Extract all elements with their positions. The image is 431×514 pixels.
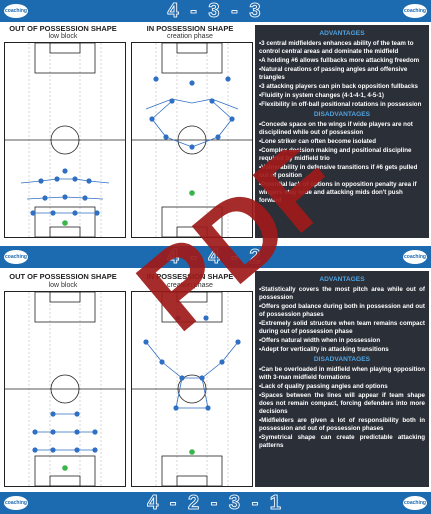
pitch-svg [132, 292, 252, 486]
disadvantage-item: •Spaces between the lines will appear if… [259, 392, 425, 415]
advantage-item: •A holding #6 allows fullbacks more atta… [259, 57, 420, 64]
in-possession-title: IN POSSESSION SHAPE [146, 272, 234, 281]
disadvantages-heading: DISADVANTAGES [313, 111, 371, 118]
advantages-heading: ADVANTAGES [319, 276, 365, 283]
goalkeeper-marker [189, 190, 195, 196]
formation-title-3: 4 - 2 - 3 - 1 [147, 491, 284, 514]
player-markers [30, 168, 100, 216]
logo-icon: coaching [402, 3, 428, 19]
out-of-possession-title: OUT OF POSSESSION SHAPE [9, 24, 117, 33]
formation-band-2: 4 - 4 - 2 [0, 245, 431, 268]
advantage-item: •Extremely solid structure when team rem… [259, 320, 425, 335]
formation-title-2: 4 - 4 - 2 [167, 245, 264, 268]
advantage-item: •3 attacking players can pin back opposi… [259, 83, 418, 90]
logo-icon: coaching [402, 495, 428, 511]
advantage-item: •Natural creations of passing angles and… [259, 66, 408, 81]
logo-icon: coaching [3, 495, 29, 511]
goalkeeper-marker [62, 465, 68, 471]
disadvantage-item: •Symetrical shape can create predictable… [259, 434, 425, 449]
logo-text: coaching [5, 8, 27, 14]
advantages-heading: ADVANTAGES [319, 30, 365, 37]
pitch-in-possession-1 [131, 42, 253, 238]
advantage-item: •Offers good balance during both in poss… [259, 303, 425, 318]
formation-title-1: 4 - 3 - 3 [167, 0, 264, 22]
in-possession-title: IN POSSESSION SHAPE [146, 24, 234, 33]
out-of-possession-subtitle: low block [48, 282, 78, 289]
logo-text: coaching [5, 500, 27, 506]
advantage-item: •Flexibility in off-ball positional rota… [259, 101, 422, 108]
advantage-item: •Fluidity in system changes (4-1-4-1, 4-… [259, 92, 384, 99]
player-markers [32, 411, 98, 453]
advantage-item: •3 central midfielders enhances ability … [259, 40, 414, 55]
pitch-svg [5, 43, 125, 237]
disadvantage-item: •Lone striker can often become isolated [259, 138, 377, 145]
player-markers [149, 76, 235, 150]
info-panel-2: ADVANTAGES •Statistically covers the mos… [255, 271, 429, 487]
disadvantage-item: •Midfielders are given a lot of responsi… [259, 417, 425, 432]
pitch-in-possession-2 [131, 291, 253, 487]
disadvantage-item: •Potential lack of options in opposition… [259, 181, 417, 204]
formation-band-1: 4 - 3 - 3 [0, 0, 431, 22]
pitch-out-of-possession-1 [4, 42, 126, 238]
disadvantages-heading: DISADVANTAGES [313, 356, 371, 363]
formation-band-3: 4 - 2 - 3 - 1 [0, 491, 431, 514]
pitch-out-of-possession-2 [4, 291, 126, 487]
goalkeeper-marker [189, 449, 195, 455]
logo-icon: coaching [402, 249, 428, 265]
disadvantage-item: •Vulnerability in defensive transitions … [259, 164, 418, 179]
logo-icon: coaching [3, 249, 29, 265]
goalkeeper-marker [62, 220, 68, 226]
in-possession-subtitle: creation phase [167, 33, 213, 40]
in-possession-subtitle: creation phase [167, 282, 213, 289]
logo-text: coaching [5, 254, 27, 260]
disadvantage-item: •Concede space on the wings if wide play… [259, 121, 413, 136]
disadvantage-item: •Lack of quality passing angles and opti… [259, 383, 388, 390]
advantage-item: •Offers natural width when in possession [259, 337, 381, 344]
disadvantage-item: •Complex decision making and positional … [259, 147, 412, 162]
logo-text: coaching [404, 254, 426, 260]
logo-text: coaching [404, 8, 426, 14]
pitch-svg [5, 292, 125, 486]
advantage-item: •Adept for verticality in attacking tran… [259, 346, 389, 353]
out-of-possession-subtitle: low block [48, 33, 78, 40]
info-panel-1: ADVANTAGES •3 central midfielders enhanc… [255, 25, 429, 238]
logo-text: coaching [404, 500, 426, 506]
logo-icon: coaching [3, 3, 29, 19]
out-of-possession-title: OUT OF POSSESSION SHAPE [9, 272, 117, 281]
disadvantage-item: •Can be overloaded in midfield when play… [259, 366, 425, 381]
player-markers [143, 315, 241, 411]
advantage-item: •Statistically covers the most pitch are… [259, 286, 425, 301]
pitch-svg [132, 43, 252, 237]
